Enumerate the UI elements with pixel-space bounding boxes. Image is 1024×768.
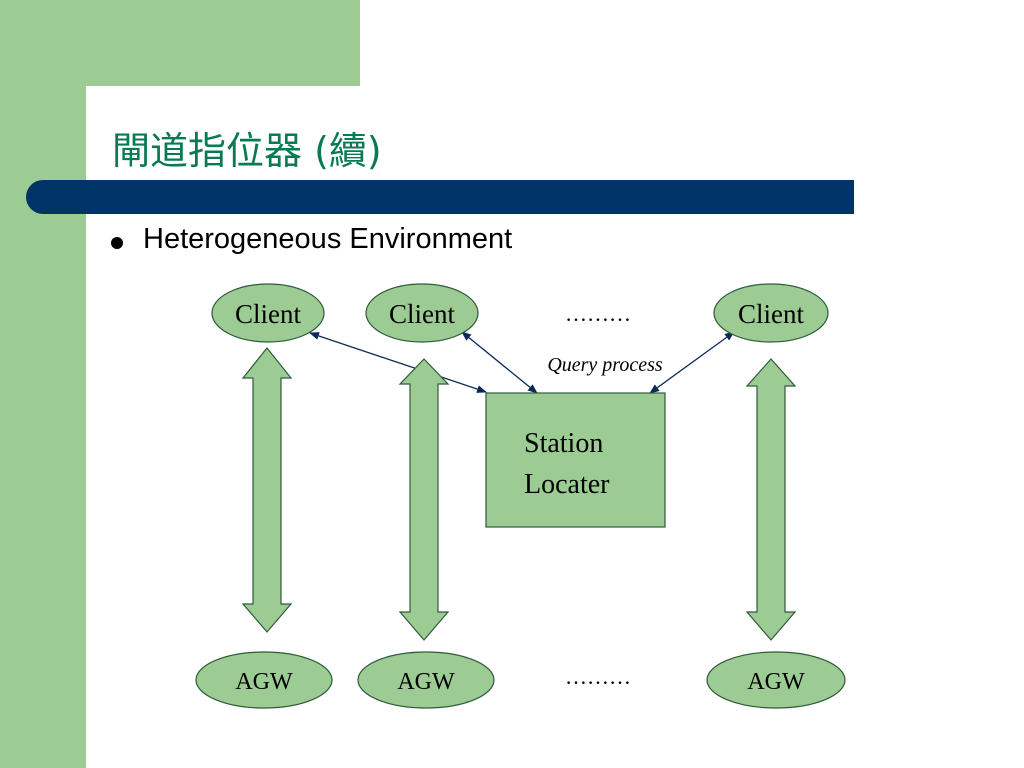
query-arrow-client2 [461, 331, 538, 394]
client-label-3: Client [738, 299, 804, 329]
agw-node-2: AGW [357, 651, 495, 709]
slide-title: 閘道指位器 (續) [112, 129, 382, 173]
query-arrow-client1 [309, 332, 487, 393]
query-process-label: Query process [547, 354, 663, 376]
bullet-text: Heterogeneous Environment [143, 223, 513, 255]
background-green-top [0, 0, 360, 86]
station-locater-line2: Locater [524, 469, 610, 500]
agw-label-1: AGW [235, 669, 293, 695]
background-green-left [0, 0, 86, 768]
agw-label-2: AGW [397, 669, 455, 695]
client-node-1: Client [211, 283, 325, 343]
double-arrow-3 [745, 358, 797, 641]
client-node-3: Client [713, 283, 829, 343]
double-arrow-2 [398, 358, 450, 641]
double-arrow-1 [241, 347, 293, 633]
client-label-2: Client [389, 299, 455, 329]
title-underline-bar [26, 180, 854, 214]
ellipsis-top: ……… [565, 301, 631, 326]
agw-node-3: AGW [706, 651, 846, 709]
agw-label-3: AGW [747, 669, 805, 695]
station-locater-line1: Station [524, 428, 603, 459]
query-arrow-client3 [649, 331, 735, 394]
client-node-2: Client [365, 283, 479, 343]
agw-node-1: AGW [195, 651, 333, 709]
station-locater-box: Station Locater [485, 392, 666, 528]
bullet-dot-icon [111, 237, 123, 249]
client-label-1: Client [235, 299, 301, 329]
ellipsis-bottom: ……… [565, 664, 631, 689]
